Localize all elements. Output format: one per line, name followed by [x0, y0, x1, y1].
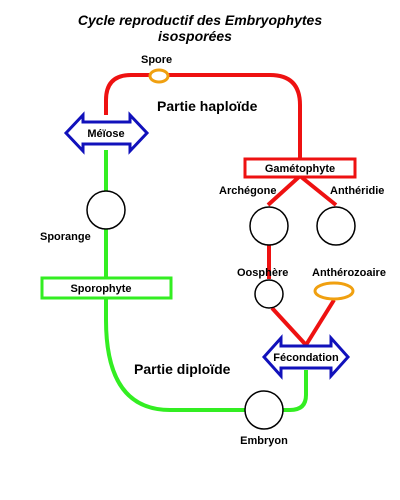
title-line-1: Cycle reproductif des Embryophytes — [77, 12, 323, 28]
diploid-path — [104, 150, 308, 412]
sporophyte-box — [40, 276, 173, 300]
label-meiose: Méïose — [87, 128, 124, 140]
meiose-double-arrow — [63, 111, 150, 155]
fecondation-double-arrow — [261, 334, 351, 380]
diagram-title: Cycle reproductif des Embryophytes isosp… — [0, 12, 400, 44]
label-oosphere: Oosphère — [237, 267, 288, 279]
label-fecondation: Fécondation — [273, 352, 339, 364]
haploid-path — [104, 73, 302, 160]
branch-antheridie — [298, 174, 338, 207]
label-archegone: Archégone — [219, 185, 276, 197]
archegone-circle — [249, 206, 289, 246]
label-embryon: Embryon — [240, 435, 288, 447]
sporange-circle — [86, 190, 126, 230]
label-partie-diploide: Partie diploïde — [134, 361, 231, 377]
antherozoaire-ring — [313, 281, 355, 301]
label-spore: Spore — [141, 54, 172, 66]
spore-ring — [148, 68, 170, 84]
label-antheridie: Anthéridie — [330, 185, 384, 197]
label-gametophyte: Gamétophyte — [265, 163, 335, 175]
gametophyte-box — [243, 157, 357, 179]
title-line-2: isosporées — [158, 28, 232, 44]
oosphere-circle — [254, 279, 284, 309]
oosphere-to-fecondation — [270, 306, 308, 347]
label-sporange: Sporange — [40, 231, 91, 243]
label-partie-haploide: Partie haploïde — [157, 98, 258, 114]
label-sporophyte: Sporophyte — [70, 283, 131, 295]
embryon-circle — [244, 390, 284, 430]
branch-archegone — [266, 174, 302, 207]
label-antherozoaire: Anthérozoaire — [312, 267, 386, 279]
antherozoaire-to-fecondation — [304, 298, 336, 347]
antheridie-circle — [316, 206, 356, 246]
